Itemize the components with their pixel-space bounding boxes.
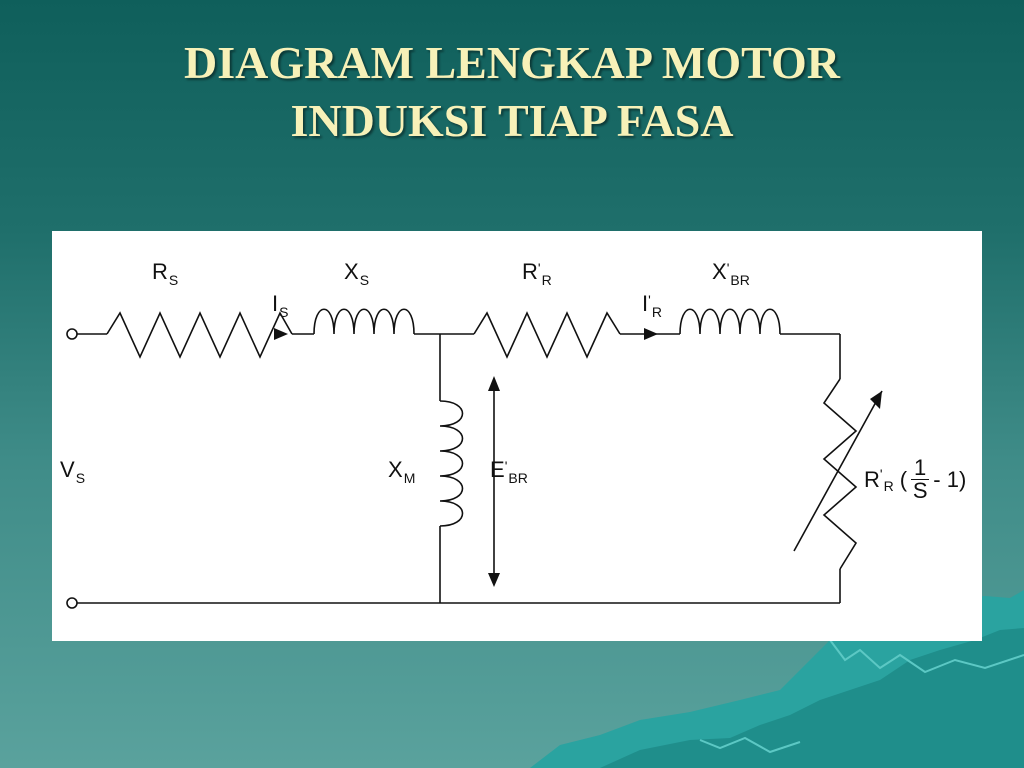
xm-main: X [388,457,403,482]
rr-sub: R [541,272,552,288]
bottom-terminal [66,597,78,609]
xm-sub: M [403,470,416,486]
ebr-prime: ' [504,458,508,474]
label-vs: VS [60,457,86,487]
load-denominator: S [912,478,928,503]
xbr-main: X [712,259,727,284]
load-sub: R [883,477,894,494]
label-rs: RS [152,259,179,289]
top-terminal [66,328,78,340]
rr-prime: ' [537,260,541,276]
xs-inductor [313,308,415,335]
label-ebr: E'BR [490,457,528,486]
title-line-2: INDUKSI TIAP FASA [290,95,734,146]
ir-main: I [642,291,649,316]
xm-inductor [439,400,464,527]
label-load: R'R ( 1 S - 1) [864,457,966,502]
load-prime: ' [879,465,883,482]
is-arrowhead [274,328,288,340]
rr-main: R [522,259,538,284]
title-line-1: DIAGRAM LENGKAP MOTOR [184,37,840,88]
rs-sub: S [168,272,179,288]
is-main: I [272,291,279,316]
load-rest: - 1) [933,466,967,492]
rs-main: R [152,259,168,284]
xs-sub: S [359,272,370,288]
load-main: R [864,466,880,492]
equivalent-circuit-diagram [66,308,883,609]
slide-title: DIAGRAM LENGKAP MOTOR INDUKSI TIAP FASA [0,34,1024,150]
xbr-prime: ' [726,260,730,276]
ebr-main: E [490,457,505,482]
variable-arrow [793,390,883,552]
label-is: IS [272,291,289,321]
rs-resistor [106,311,293,359]
vs-main: V [60,457,75,482]
label-xbr: X'BR [712,259,750,288]
ebr-sub: BR [508,470,528,486]
label-rr: R'R [522,259,552,288]
load-fraction: 1 S [911,457,930,503]
load-resistor [822,378,858,570]
xbr-inductor [679,308,781,335]
xbr-sub: BR [730,272,750,288]
vs-sub: S [75,470,86,486]
circuit-panel: RS XS R'R X'BR IS I'R VS XM E'BR R'R ( 1… [52,231,982,641]
ir-arrowhead [644,328,658,340]
load-open-paren: ( [899,466,908,492]
is-sub: S [279,304,289,320]
rr-resistor [473,311,621,359]
xs-main: X [344,259,359,284]
load-numerator: 1 [911,457,930,480]
label-xm: XM [388,457,416,487]
label-ir: I'R [642,291,662,320]
label-xs: XS [344,259,370,289]
ir-sub: R [651,304,662,320]
ir-prime: ' [648,292,651,308]
